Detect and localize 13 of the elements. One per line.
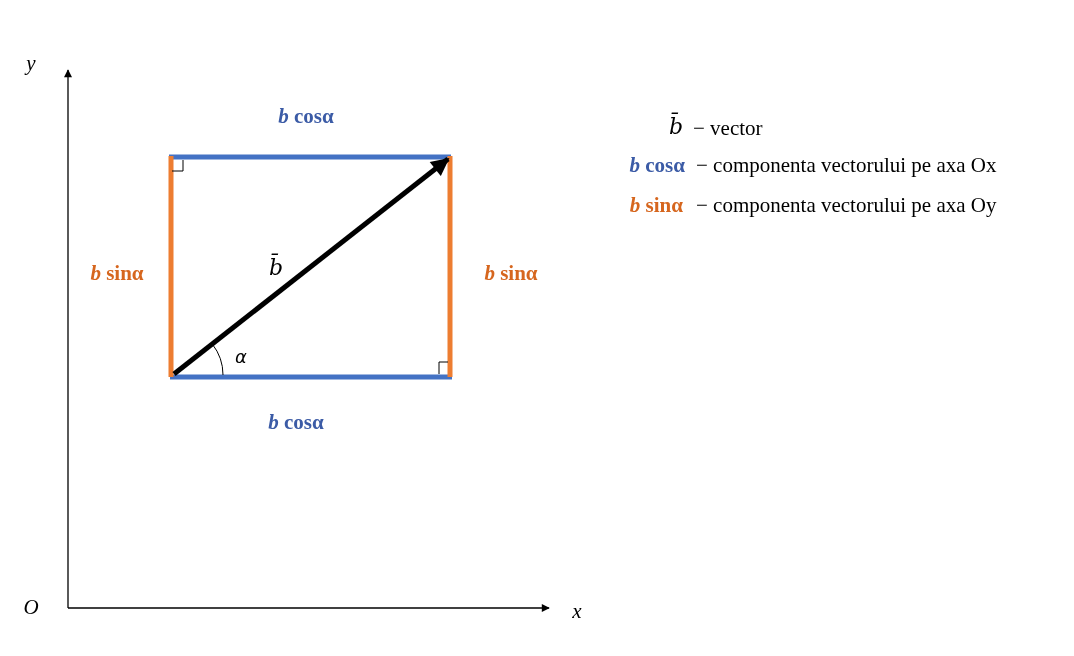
axis-label: x [572, 600, 582, 622]
legend-text: − componenta vectorului pe axa Oy [696, 194, 997, 216]
origin-label: O [23, 596, 39, 618]
legend-symbol: b cosα [629, 154, 685, 176]
legend-symbol: b sinα [629, 194, 683, 216]
angle-label: α [235, 348, 247, 366]
component-label: b cosα [278, 105, 334, 127]
axis-label: y [26, 52, 36, 74]
legend-text: − componenta vectorului pe axa Ox [696, 154, 997, 176]
component-label: b cosα [268, 411, 324, 433]
component-label: b sinα [484, 262, 538, 284]
component-label: b sinα [90, 262, 144, 284]
legend-text: − vector [693, 117, 763, 139]
